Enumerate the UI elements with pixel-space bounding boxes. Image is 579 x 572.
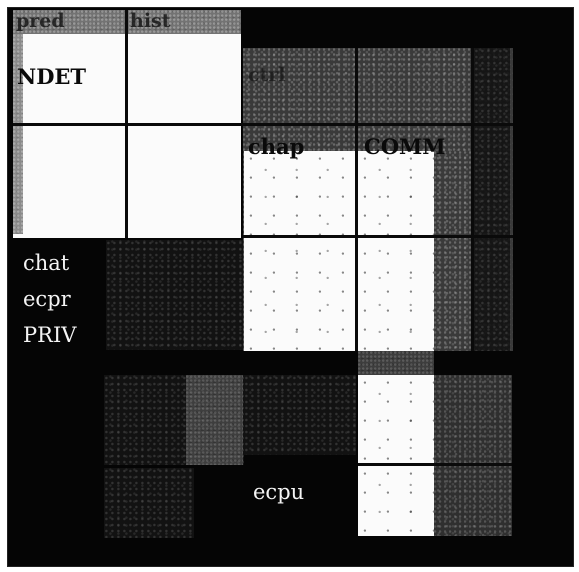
block-right-white-2 <box>358 466 434 536</box>
diagram-frame: pred hist NDET ctrl chap COMM chat ecpr … <box>7 7 574 567</box>
grid-line-v3 <box>471 48 474 351</box>
block-comm <box>358 151 434 351</box>
grid-line-v2 <box>355 48 358 351</box>
label-chap: chap <box>248 134 305 159</box>
block-lower-c <box>244 375 356 455</box>
block-chap <box>244 151 357 351</box>
label-pred: pred <box>16 10 65 32</box>
label-ecpu: ecpu <box>253 480 305 504</box>
noise-strip-left <box>13 34 23 234</box>
block-right-top-strip <box>358 351 434 375</box>
grid-line-h2 <box>243 235 513 238</box>
block-lower-d <box>104 468 194 538</box>
block-right-noise <box>434 375 512 536</box>
block-lower-b <box>186 375 243 465</box>
block-chat-area <box>106 240 243 350</box>
block-comm-tail <box>434 151 474 351</box>
label-comm: COMM <box>364 134 446 159</box>
label-chat: chat <box>23 251 70 275</box>
block-right-white-1 <box>358 375 434 463</box>
label-hist: hist <box>130 10 171 32</box>
label-ecpr: ecpr <box>23 287 71 311</box>
noise-strip-right <box>474 48 510 351</box>
grid-line-h3 <box>358 463 512 466</box>
label-priv: PRIV <box>23 323 77 347</box>
label-ndet: NDET <box>17 64 87 89</box>
grid-line-h1 <box>13 123 513 126</box>
label-ctrl: ctrl <box>248 64 286 86</box>
